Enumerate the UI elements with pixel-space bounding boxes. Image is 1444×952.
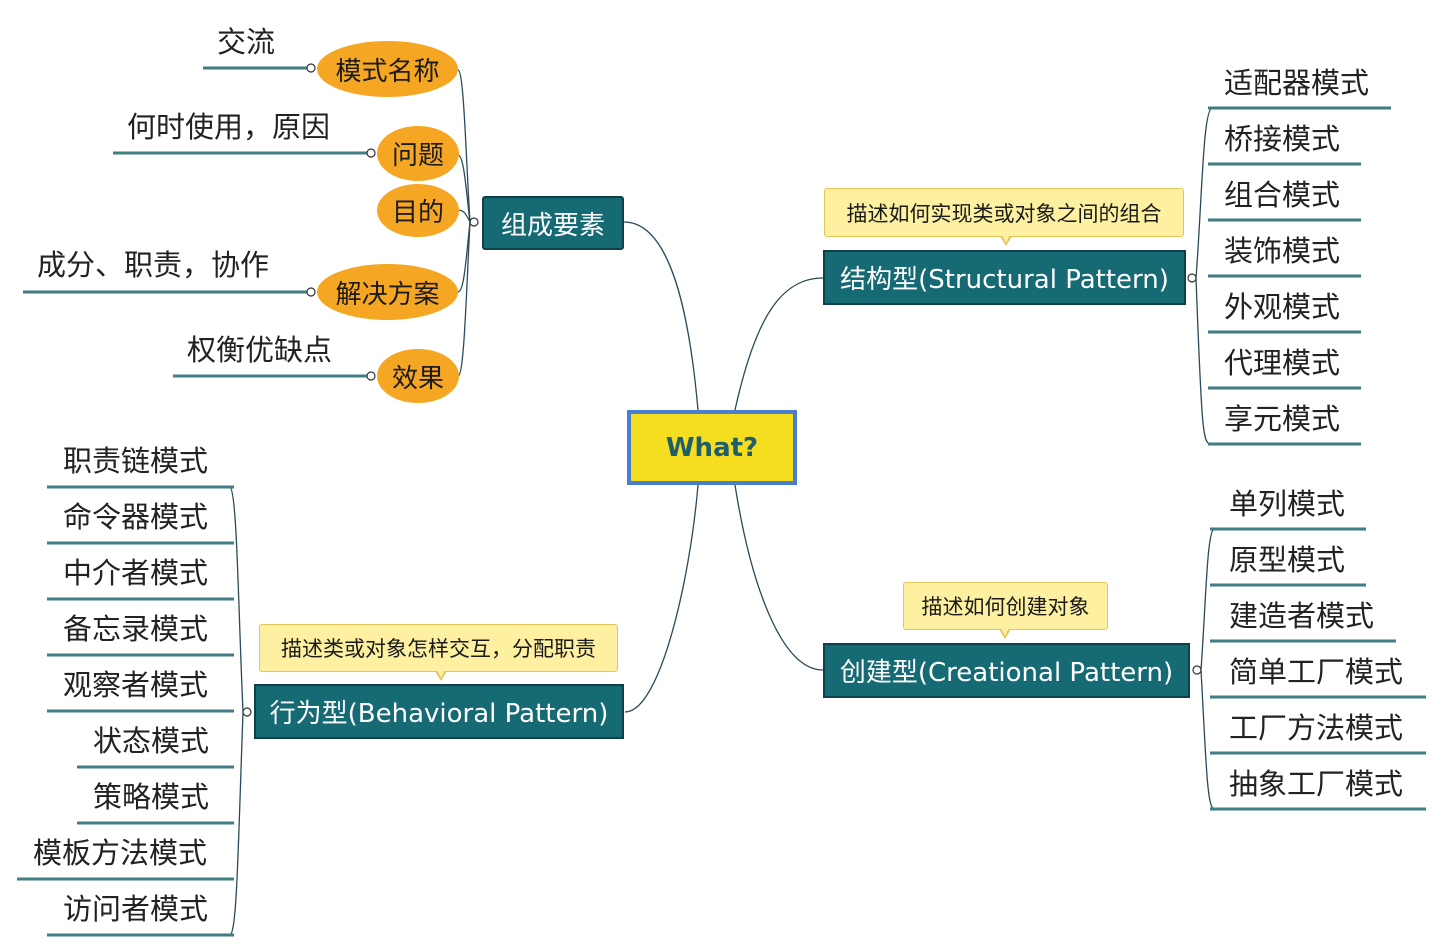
center-node[interactable]: What? <box>627 410 797 485</box>
connector-center-elements <box>623 221 699 411</box>
behavioral-item[interactable]: 命令器模式 <box>63 500 209 534</box>
elements-note-lines <box>23 63 376 381</box>
callout-tail <box>435 670 447 681</box>
oval-problem[interactable]: 问题 <box>377 126 459 181</box>
note-when-why[interactable]: 何时使用，原因 <box>127 110 331 144</box>
oval-pattern-name[interactable]: 模式名称 <box>317 41 458 97</box>
oval-goal[interactable]: 目的 <box>377 184 459 237</box>
structural-item[interactable]: 代理模式 <box>1224 346 1341 380</box>
behavioral-item[interactable]: 策略模式 <box>93 780 210 814</box>
structural-item[interactable]: 桥接模式 <box>1224 122 1341 156</box>
elements-node[interactable]: 组成要素 <box>482 196 624 250</box>
structural-callout: 描述如何实现类或对象之间的组合 <box>824 188 1184 246</box>
behavioral-callout: 描述类或对象怎样交互，分配职责 <box>259 624 618 681</box>
structural-item[interactable]: 装饰模式 <box>1224 234 1341 268</box>
connector-center-behavioral <box>624 484 699 713</box>
connector-center-structural <box>734 277 824 411</box>
structural-node[interactable]: 结构型(Structural Pattern) <box>823 250 1186 305</box>
structural-item[interactable]: 组合模式 <box>1224 178 1341 212</box>
oval-label: 问题 <box>391 141 444 171</box>
behavioral-item[interactable]: 状态模式 <box>93 724 210 758</box>
note-components[interactable]: 成分、职责，协作 <box>37 248 270 282</box>
behavioral-item[interactable]: 访问者模式 <box>63 892 209 926</box>
structural-bracket <box>1187 106 1391 446</box>
behavioral-item[interactable]: 中介者模式 <box>63 556 209 590</box>
oval-label: 目的 <box>391 198 444 228</box>
oval-label: 效果 <box>391 363 444 394</box>
creational-label: 创建型(Creational Pattern) <box>839 658 1174 688</box>
behavioral-item[interactable]: 备忘录模式 <box>63 612 209 646</box>
behavioral-node[interactable]: 行为型(Behavioral Pattern) <box>254 684 624 739</box>
creational-item[interactable]: 原型模式 <box>1229 543 1346 577</box>
behavioral-item[interactable]: 观察者模式 <box>63 668 209 702</box>
creational-item[interactable]: 工厂方法模式 <box>1229 711 1404 745</box>
structural-item[interactable]: 享元模式 <box>1224 402 1341 436</box>
structural-label: 结构型(Structural Pattern) <box>840 265 1169 295</box>
elements-label: 组成要素 <box>500 210 605 241</box>
creational-item[interactable]: 简单工厂模式 <box>1229 655 1404 689</box>
callout-text: 描述如何创建对象 <box>921 595 1090 619</box>
callout-tail <box>1000 235 1012 246</box>
creational-item[interactable]: 单列模式 <box>1229 487 1346 521</box>
callout-tail <box>999 628 1011 639</box>
behavioral-item[interactable]: 职责链模式 <box>63 444 209 478</box>
behavioral-item[interactable]: 模板方法模式 <box>33 836 208 870</box>
oval-solution[interactable]: 解决方案 <box>317 264 458 320</box>
creational-node[interactable]: 创建型(Creational Pattern) <box>823 643 1190 698</box>
oval-label: 模式名称 <box>335 56 440 87</box>
structural-item[interactable]: 适配器模式 <box>1224 66 1370 100</box>
note-tradeoffs[interactable]: 权衡优缺点 <box>187 333 333 367</box>
creational-bracket <box>1192 527 1426 811</box>
creational-item[interactable]: 建造者模式 <box>1229 599 1375 633</box>
connector-center-creational <box>734 484 824 671</box>
creational-callout: 描述如何创建对象 <box>903 582 1108 639</box>
behavioral-bracket <box>17 485 252 937</box>
oval-label: 解决方案 <box>335 279 440 310</box>
oval-effect[interactable]: 效果 <box>377 349 459 403</box>
behavioral-label: 行为型(Behavioral Pattern) <box>269 699 609 729</box>
structural-item[interactable]: 外观模式 <box>1224 290 1341 324</box>
creational-item[interactable]: 抽象工厂模式 <box>1229 767 1404 801</box>
callout-text: 描述如何实现类或对象之间的组合 <box>846 201 1162 226</box>
note-communication[interactable]: 交流 <box>217 25 276 59</box>
elements-bracket <box>457 69 479 377</box>
callout-text: 描述类或对象怎样交互，分配职责 <box>281 637 596 661</box>
center-label: What? <box>665 432 759 463</box>
